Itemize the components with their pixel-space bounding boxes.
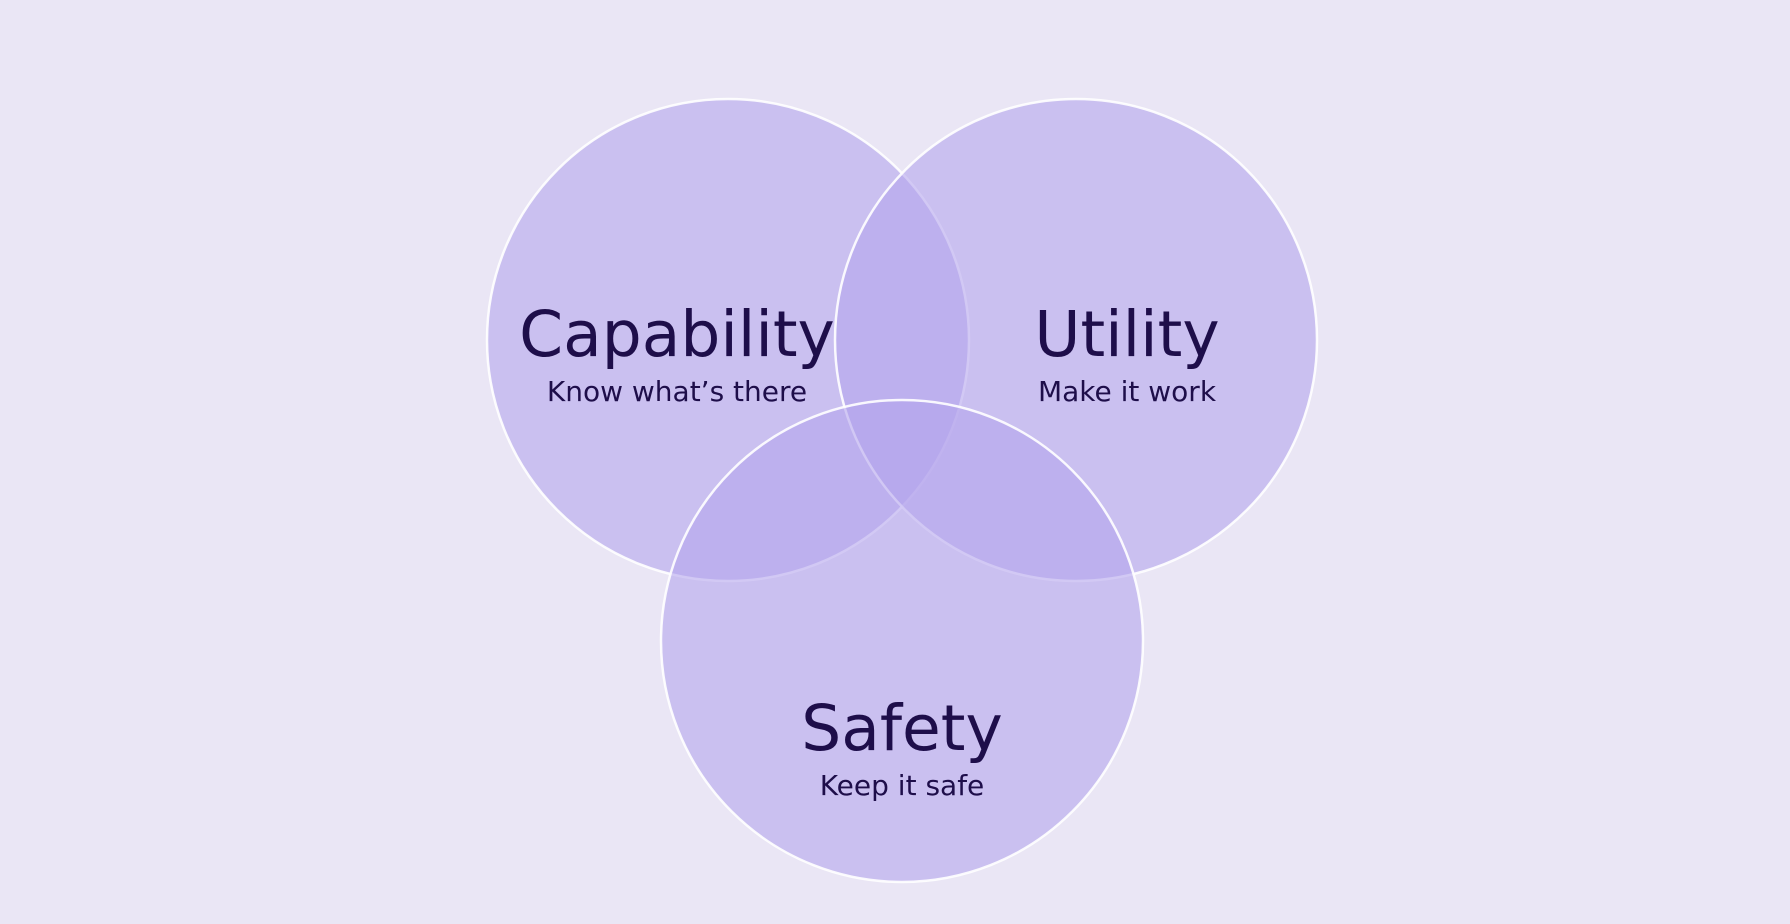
utility-title: Utility xyxy=(1034,298,1219,371)
utility-subtitle: Make it work xyxy=(1038,375,1217,408)
safety-title: Safety xyxy=(801,692,1003,765)
capability-subtitle: Know what’s there xyxy=(547,375,807,408)
safety-circle xyxy=(659,398,1145,884)
capability-title: Capability xyxy=(519,298,835,371)
safety-subtitle: Keep it safe xyxy=(820,769,985,802)
